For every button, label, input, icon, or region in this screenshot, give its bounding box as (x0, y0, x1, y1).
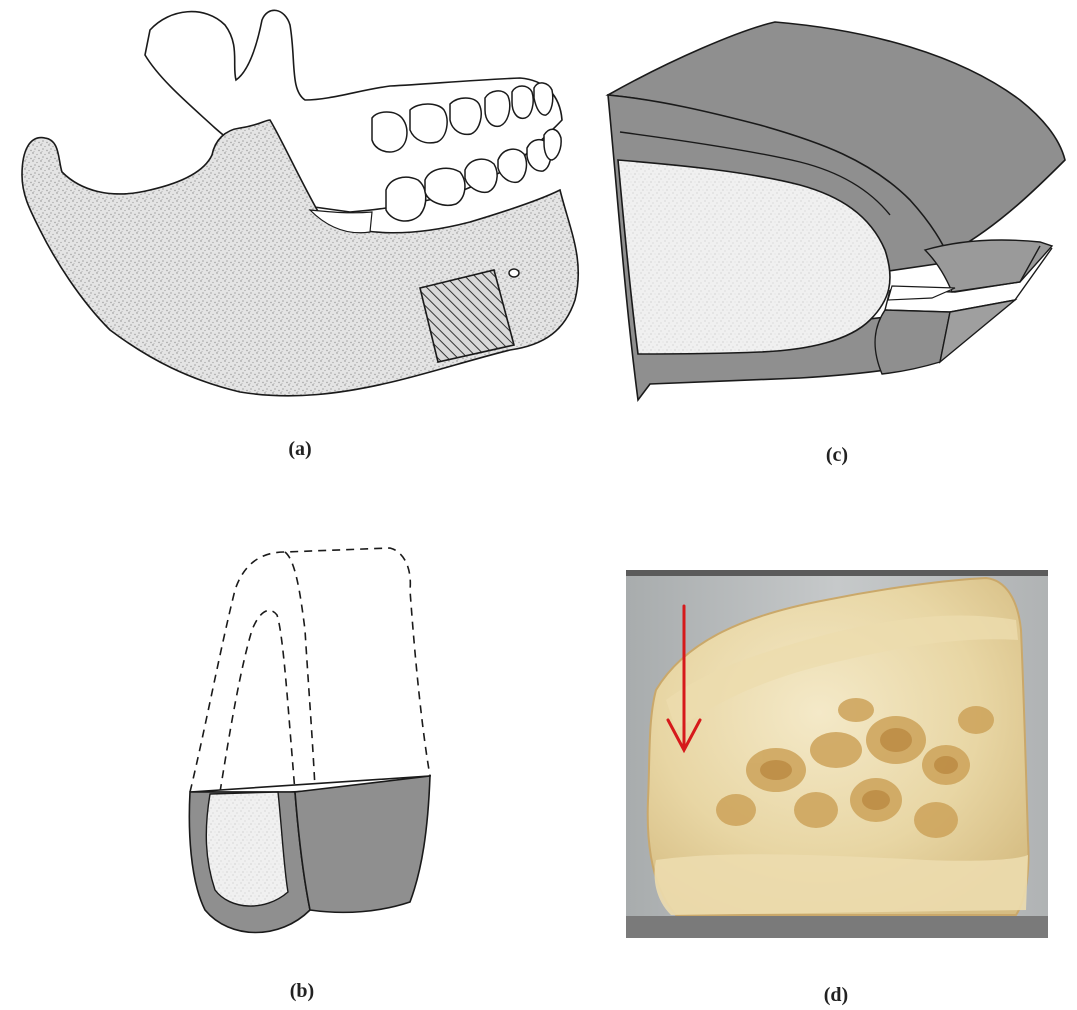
cortical-side-face (295, 776, 430, 912)
caption-c: (c) (807, 444, 867, 466)
panel-c (600, 0, 1070, 420)
dashed-outline (190, 548, 430, 792)
cortical-side (925, 240, 1052, 292)
specimen-block-illustration (600, 0, 1070, 420)
trabecular-section (206, 792, 288, 906)
caption-a: (a) (270, 438, 330, 460)
panel-d (626, 570, 1048, 938)
specimen-photo (626, 570, 1048, 938)
panel-b (160, 530, 480, 950)
mental-foramen (509, 269, 519, 277)
panel-a (0, 0, 600, 420)
cortical-right-lip (875, 310, 950, 374)
jaw-illustration (0, 0, 600, 420)
cross-section-illustration (160, 530, 480, 950)
caption-d: (d) (806, 984, 866, 1006)
caption-b: (b) (272, 980, 332, 1002)
